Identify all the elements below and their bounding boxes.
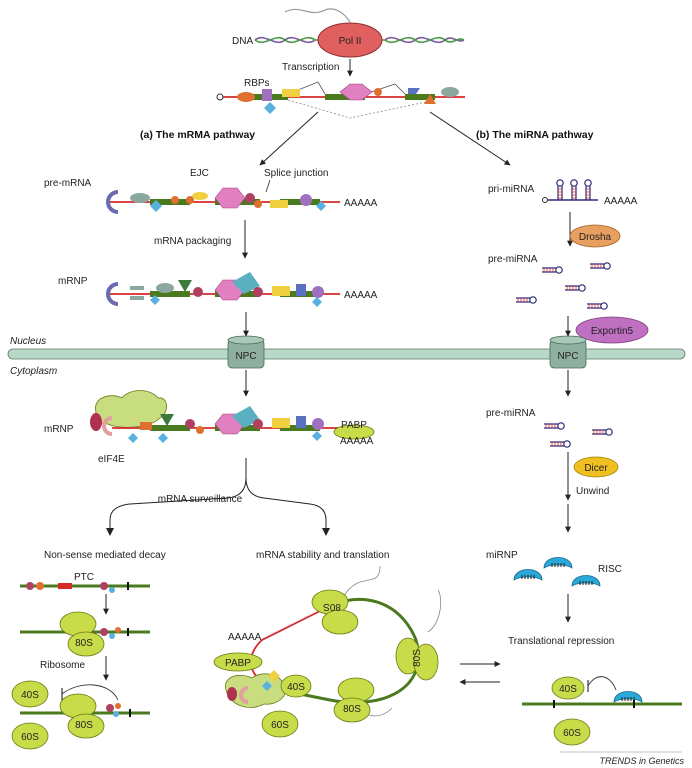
ribosome-80s-top [311, 589, 359, 635]
nmd-label: Non-sense mediated decay [44, 550, 166, 561]
pathway-b-heading: (b) The miRNA pathway [476, 129, 594, 141]
risc-label: RISC [598, 564, 622, 575]
pol2-enzyme [317, 22, 383, 58]
subunit-60s [11, 722, 49, 750]
cap-binding-complex [106, 190, 119, 214]
rbp-protein [262, 89, 272, 101]
journal-credit: TRENDS in Genetics [599, 756, 684, 766]
ribosome-label: Ribosome [40, 660, 85, 671]
mrnp-cytoplasmic-molecule [90, 390, 375, 443]
ribosome-80s-right [395, 637, 439, 681]
mrna-surveillance-label: mRNA surveillance [158, 494, 243, 505]
pre-mrna-polya: AAAAA [344, 198, 378, 209]
pabp-protein [333, 424, 375, 440]
pabp-loop-protein [213, 652, 263, 672]
mrnp-nuclear-polya: AAAAA [344, 290, 378, 301]
rbp-protein [237, 92, 255, 102]
dna-label: DNA [232, 36, 253, 47]
loop-polya: AAAAA [228, 632, 262, 643]
subunit-40s-repressed [551, 676, 585, 700]
subunit-60s-repressed [553, 718, 591, 746]
subunit-40s-loop [280, 674, 312, 698]
branch-arrow-a [259, 111, 319, 166]
ribosome-80s-top-label: 80S [323, 601, 341, 612]
mirnp-label: miRNP [486, 550, 518, 561]
nmd-80s-label: 80S [75, 720, 93, 731]
nmd-dissociation [11, 680, 150, 750]
rbp-protein [374, 88, 382, 96]
pre-mirna-nuclear [515, 262, 611, 310]
pre-mirna-nucleus-label: pre-miRNA [488, 254, 538, 265]
pre-mrna-label: pre-mRNA [44, 178, 92, 189]
pri-mirna-molecule [542, 179, 598, 203]
subunit-40s [11, 680, 49, 708]
nmd-40s-label: 40S [21, 690, 39, 701]
exportin5-protein [575, 316, 649, 344]
mrna-packaging-label: mRNA packaging [154, 236, 231, 247]
drosha-label: Drosha [579, 232, 612, 243]
eif4e-cap [102, 416, 113, 436]
nuclear-envelope [7, 348, 686, 360]
mrnp-nuclear-molecule [106, 272, 340, 307]
pabp-label-top: PABP [341, 420, 367, 431]
unwind-label: Unwind [576, 486, 609, 497]
initiation-complex [225, 670, 286, 708]
repressed-40s-label: 40S [559, 684, 577, 695]
ribosome-80s-nmd [59, 611, 105, 657]
transcription-label: Transcription [282, 62, 339, 73]
ribosome-80s-bottom [333, 677, 375, 723]
ejc-label: EJC [190, 168, 209, 179]
npc-right-label: NPC [557, 351, 578, 362]
nascent-transcript [216, 81, 465, 119]
nmd-transcript-1 [20, 582, 150, 593]
mrnp-label-cytoplasm: mRNP [44, 424, 74, 435]
pre-mirna-cytoplasm-label: pre-miRNA [486, 408, 536, 419]
repressed-transcript [522, 676, 682, 746]
nucleus-label: Nucleus [10, 336, 46, 347]
branch-arrow-b [429, 111, 511, 166]
nmd-60s-label: 60S [21, 732, 39, 743]
pathway-a-heading: (a) The mRMA pathway [140, 129, 255, 141]
pre-mirna-cytoplasmic [543, 422, 613, 448]
drosha-enzyme [569, 224, 621, 248]
pabp-label-loop: PABP [225, 658, 251, 669]
cytoplasm-label: Cytoplasm [10, 366, 57, 377]
pre-mrna-molecule [106, 187, 340, 214]
ribosome-80s-right-label: 80S [412, 649, 423, 667]
surveillance-bracket [109, 458, 327, 532]
pri-mirna-label: pri-miRNA [488, 184, 534, 195]
ribosome-80s-bottom-label: 80S [343, 704, 361, 715]
loop-60s-label: 60S [271, 720, 289, 731]
exportin5-label: Exportin5 [591, 326, 634, 337]
rbp-protein [339, 83, 373, 101]
npc-right [549, 335, 587, 369]
mrnp-label-nucleus: mRNP [58, 276, 88, 287]
rbp-protein [282, 89, 300, 97]
npc-left-label: NPC [235, 351, 256, 362]
splice-junction-label: Splice junction [264, 168, 328, 179]
stability-label: mRNA stability and translation [256, 550, 389, 561]
rbp-protein [441, 87, 459, 97]
ptc-label: PTC [74, 572, 94, 583]
repressed-60s-label: 60S [563, 728, 581, 739]
nascent-rna-strand [284, 8, 351, 23]
loop-40s-label: 40S [287, 682, 305, 693]
dicer-label: Dicer [584, 463, 608, 474]
dicer-enzyme [573, 456, 619, 478]
rbp-protein [408, 88, 420, 94]
mrnp-cytoplasm-polya: AAAAA [340, 436, 374, 447]
subunit-60s-loop [261, 710, 299, 738]
mirnp-complexes [513, 557, 601, 587]
eif4e-label: eIF4E [98, 454, 125, 465]
rbps-label: RBPs [244, 78, 270, 89]
npc-left [227, 335, 265, 369]
pri-mirna-polya: AAAAA [604, 196, 638, 207]
rbp-protein [424, 94, 436, 104]
ribosome-80s-nmd-label: 80S [75, 638, 93, 649]
pol2-label: Pol II [339, 36, 362, 47]
rbp-protein [264, 102, 276, 114]
translational-repression-label: Translational repression [508, 636, 614, 647]
